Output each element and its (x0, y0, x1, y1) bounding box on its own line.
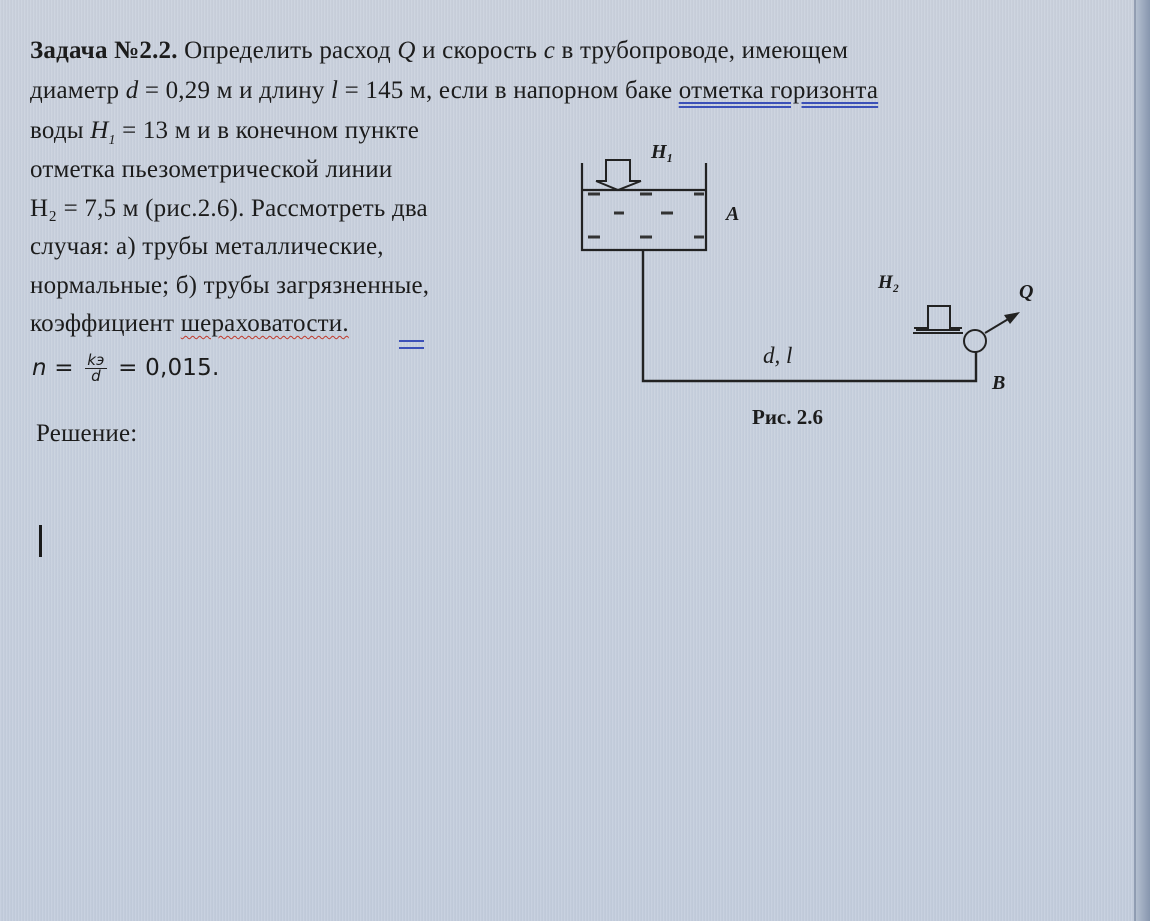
task-line-2: диаметр d = 0,29 м и длину l = 145 м, ес… (30, 77, 879, 104)
level-marker-H2-icon (913, 305, 963, 334)
task-line-8: коэффициент шераховатости. (30, 310, 349, 337)
figure-caption: Рис. 2.6 (752, 405, 823, 429)
q-symbol: Q (397, 37, 416, 64)
flow-arrow-icon (1004, 312, 1020, 324)
solution-label: Решение: (36, 420, 138, 447)
text-cursor[interactable] (39, 525, 42, 557)
label-d-l: d, l (763, 343, 793, 368)
pipeline (641, 250, 978, 383)
label-Q: Q (1019, 281, 1034, 303)
spellcheck-underlined-word[interactable]: шераховатости. (180, 310, 349, 337)
task-line-1: Задача №2.2. Определить расход Q и скоро… (30, 37, 849, 64)
label-H2: H₂ (878, 272, 900, 293)
label-H1: H₁ (651, 141, 674, 163)
grammar-underlined-text[interactable]: отметка горизонта (678, 77, 879, 104)
task-line-4: отметка пьезометрической линии (30, 156, 393, 183)
label-B: B (992, 372, 1006, 394)
monitor-bezel (1136, 0, 1150, 921)
level-marker-H1-icon (595, 159, 642, 192)
task-title: Задача №2.2. (30, 37, 178, 64)
task-line-6: случая: а) трубы металлические, (30, 233, 384, 260)
monitor-bezel-line (1134, 0, 1136, 921)
task-line-3: воды H1 = 13 м и в конечном пункте (30, 117, 420, 148)
task-line-5: H₂ = 7,5 м (рис.2.6). Рассмотреть два (30, 195, 428, 222)
grammar-mark (399, 340, 424, 349)
label-A: A (726, 203, 740, 225)
flow-arrow-shaft (984, 317, 1011, 334)
fraction: kэ d (85, 351, 107, 385)
valve-B-icon (963, 329, 987, 353)
water-dashes (588, 192, 704, 239)
task-line-7: нормальные; б) трубы загрязненные, (30, 272, 430, 299)
roughness-formula: n = kэ d = 0,015. (32, 351, 220, 385)
c-symbol: c (543, 37, 556, 64)
